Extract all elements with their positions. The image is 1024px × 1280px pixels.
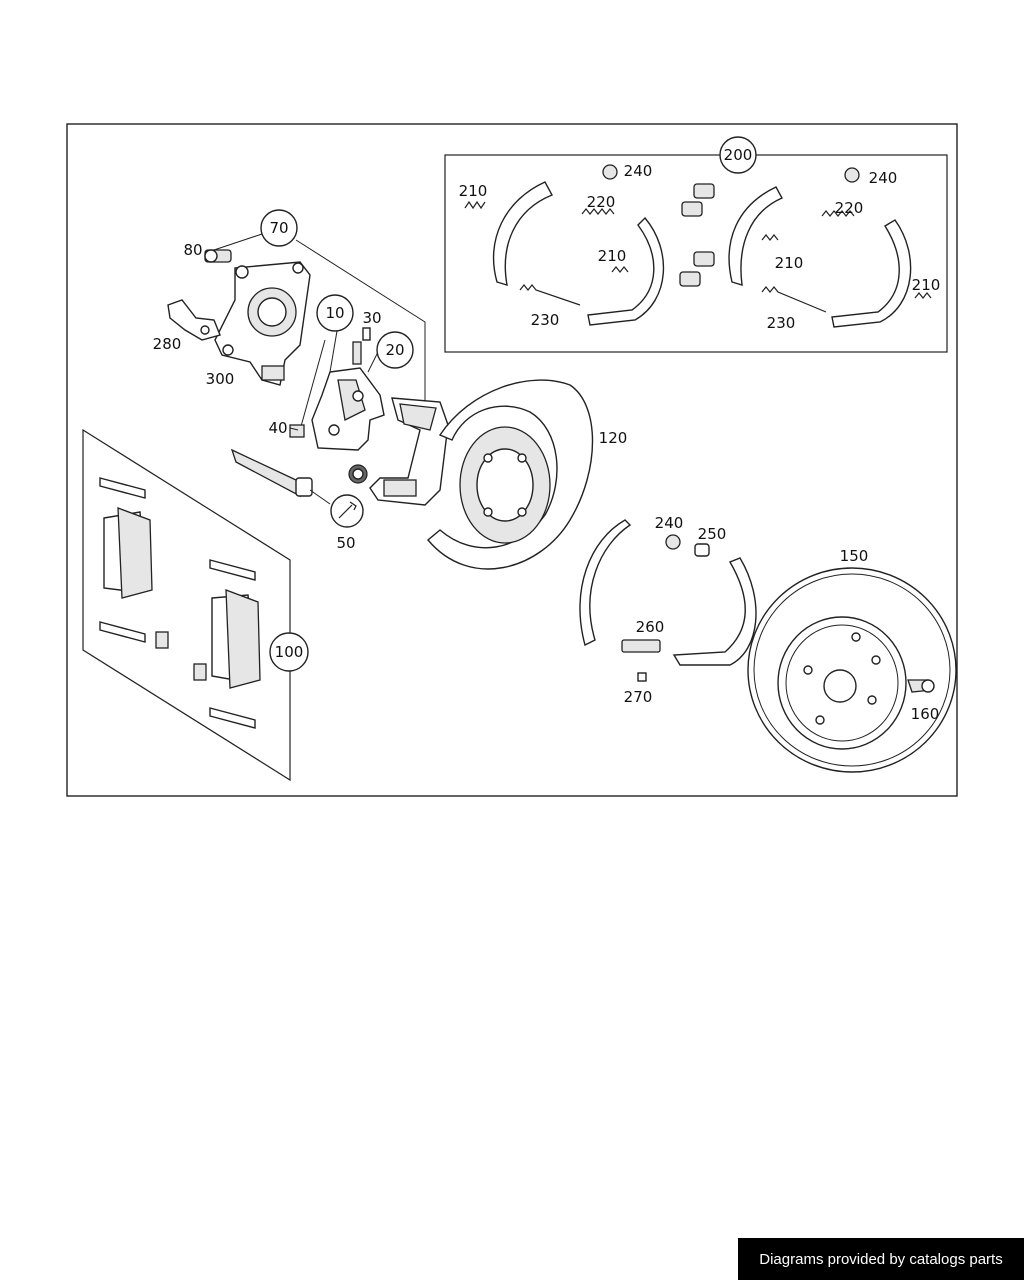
label-210-c: 210 (775, 254, 804, 272)
parking-brake-kit-box (444, 154, 948, 353)
label-210-d: 210 (912, 276, 941, 294)
brake-pad-set (99, 477, 261, 729)
svg-text:70: 70 (269, 219, 288, 237)
disc-screw-160 (907, 679, 935, 693)
caliper-group-line-left (299, 339, 326, 431)
inset-springs (464, 200, 932, 313)
callout-100: 100 (269, 632, 309, 672)
brake-pad-kit-box (82, 428, 291, 782)
bolt-40 (289, 424, 305, 438)
callout-200: 200 (719, 136, 757, 174)
label-240-lower: 240 (655, 514, 684, 532)
callout-10: 10 (316, 294, 354, 332)
leader-lines (213, 154, 720, 505)
svg-text:100: 100 (275, 643, 304, 661)
label-210-a: 210 (459, 182, 488, 200)
footer-credit: Diagrams provided by catalogs parts (738, 1238, 1024, 1280)
brake-disc (747, 567, 957, 773)
inset-shoe-4 (831, 219, 912, 328)
label-30: 30 (362, 309, 381, 327)
label-220-a: 220 (587, 193, 616, 211)
label-280: 280 (153, 335, 182, 353)
label-250: 250 (698, 525, 727, 543)
svg-text:20: 20 (385, 341, 404, 359)
label-240-a: 240 (624, 162, 653, 180)
label-240-b: 240 (869, 169, 898, 187)
label-120: 120 (599, 429, 628, 447)
callout-20: 20 (376, 331, 414, 369)
label-220-b: 220 (835, 199, 864, 217)
guide-pin-bolt-80 (204, 249, 232, 263)
inset-shoe-3 (728, 186, 783, 286)
inset-bolts (602, 164, 860, 287)
label-270: 270 (624, 688, 653, 706)
inset-shoe-2 (587, 216, 665, 326)
label-40: 40 (268, 419, 287, 437)
label-160: 160 (911, 705, 940, 723)
caliper-group-line (295, 239, 426, 410)
inset-shoe-1 (492, 181, 553, 286)
grease-tube (230, 448, 364, 528)
label-260: 260 (636, 618, 665, 636)
backing-plate (427, 379, 594, 570)
svg-text:10: 10 (325, 304, 344, 322)
label-50: 50 (336, 534, 355, 552)
label-230-b: 230 (767, 314, 796, 332)
label-80: 80 (183, 241, 202, 259)
callout-70: 70 (260, 209, 298, 247)
piston-seal (348, 464, 368, 484)
sleeve-250 (694, 543, 710, 557)
label-300: 300 (206, 370, 235, 388)
svg-text:200: 200 (724, 146, 753, 164)
parking-brake-shoe-lower-right (672, 557, 757, 666)
label-150: 150 (840, 547, 869, 565)
clip-280 (167, 299, 221, 341)
nut-240-lower (665, 534, 681, 550)
label-230-a: 230 (531, 311, 560, 329)
adjuster-260 (621, 639, 661, 653)
caliper-frame (369, 397, 449, 506)
label-210-b: 210 (598, 247, 627, 265)
pin-270 (637, 672, 647, 682)
parking-brake-shoe-lower-left (579, 519, 632, 647)
caliper-housing (311, 367, 385, 451)
bleeder-screw-30 (352, 327, 371, 365)
